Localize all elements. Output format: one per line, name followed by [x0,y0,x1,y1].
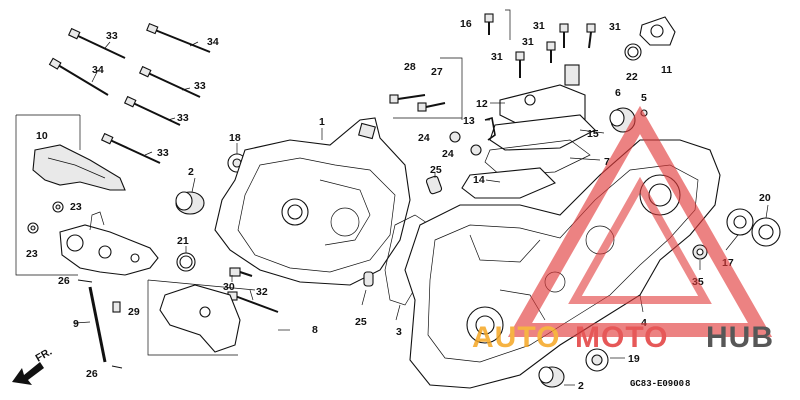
front-direction-arrow: FR. [12,346,54,385]
diagram-code-text: GC83-E0900 [630,379,684,389]
dowels-gaskets [363,175,443,306]
callout-24: 24 [442,148,454,160]
callout-6: 6 [615,87,621,99]
bearings-right [538,208,781,388]
callout-32: 32 [256,286,268,298]
callout-34: 34 [92,64,104,76]
callouts: 16 31 31 31 31 33 34 34 33 33 33 10 18 1… [26,18,771,392]
callout-24: 24 [418,132,430,144]
callout-27: 27 [431,66,443,78]
callout-19: 19 [628,353,640,365]
watermark-moto: MOTO [575,321,668,354]
callout-31: 31 [533,20,545,32]
callout-16: 16 [460,18,472,30]
callout-29: 29 [128,306,140,318]
left-case-cover [214,117,411,286]
callout-2: 2 [188,166,194,178]
callout-9: 9 [73,318,79,330]
callout-34: 34 [207,36,219,48]
callout-2: 2 [578,380,584,392]
watermark-hub: HUB [706,321,774,354]
watermark-auto: AUTO [472,321,560,354]
callout-15: 15 [587,128,599,140]
bracket-group [147,267,279,356]
callout-25: 25 [430,164,442,176]
callout-31: 31 [491,51,503,63]
watermark-logo: AUTO MOTO HUB [472,105,774,354]
callout-33: 33 [194,80,206,92]
callout-11: 11 [661,64,672,76]
callout-28: 28 [404,61,416,73]
callout-20: 20 [759,192,771,204]
callout-26: 26 [86,368,98,380]
callout-30: 30 [223,281,235,293]
callout-33: 33 [106,30,118,42]
bolt-leaders [91,41,199,156]
callout-33: 33 [157,147,169,159]
long-bolts-group [48,23,211,164]
oil-pump-group [15,114,159,276]
callout-12: 12 [476,98,488,110]
callout-23: 23 [70,201,82,213]
callout-31: 31 [522,36,534,48]
bearings-left [175,153,247,272]
direction-label: FR. [34,346,55,365]
callout-13: 13 [463,115,475,127]
callout-7: 7 [604,156,610,168]
callout-8: 8 [312,324,318,336]
callout-26: 26 [58,275,70,287]
callout-14: 14 [473,174,485,186]
callout-31: 31 [609,21,621,33]
callout-1: 1 [319,116,325,128]
callout-18: 18 [229,132,241,144]
callout-21: 21 [177,235,189,247]
rod-group [77,279,123,369]
callout-10: 10 [36,130,48,142]
callout-22: 22 [626,71,638,83]
callout-3: 3 [396,326,402,338]
callout-33: 33 [177,112,189,124]
diagram-code: GC83-E0900 8 [630,379,690,389]
callout-25: 25 [355,316,367,328]
leader-lines [74,102,769,386]
diagram-code-suffix: 8 [685,379,690,389]
callout-23: 23 [26,248,38,260]
callout-5: 5 [641,92,647,104]
upper-right-components [389,9,676,199]
